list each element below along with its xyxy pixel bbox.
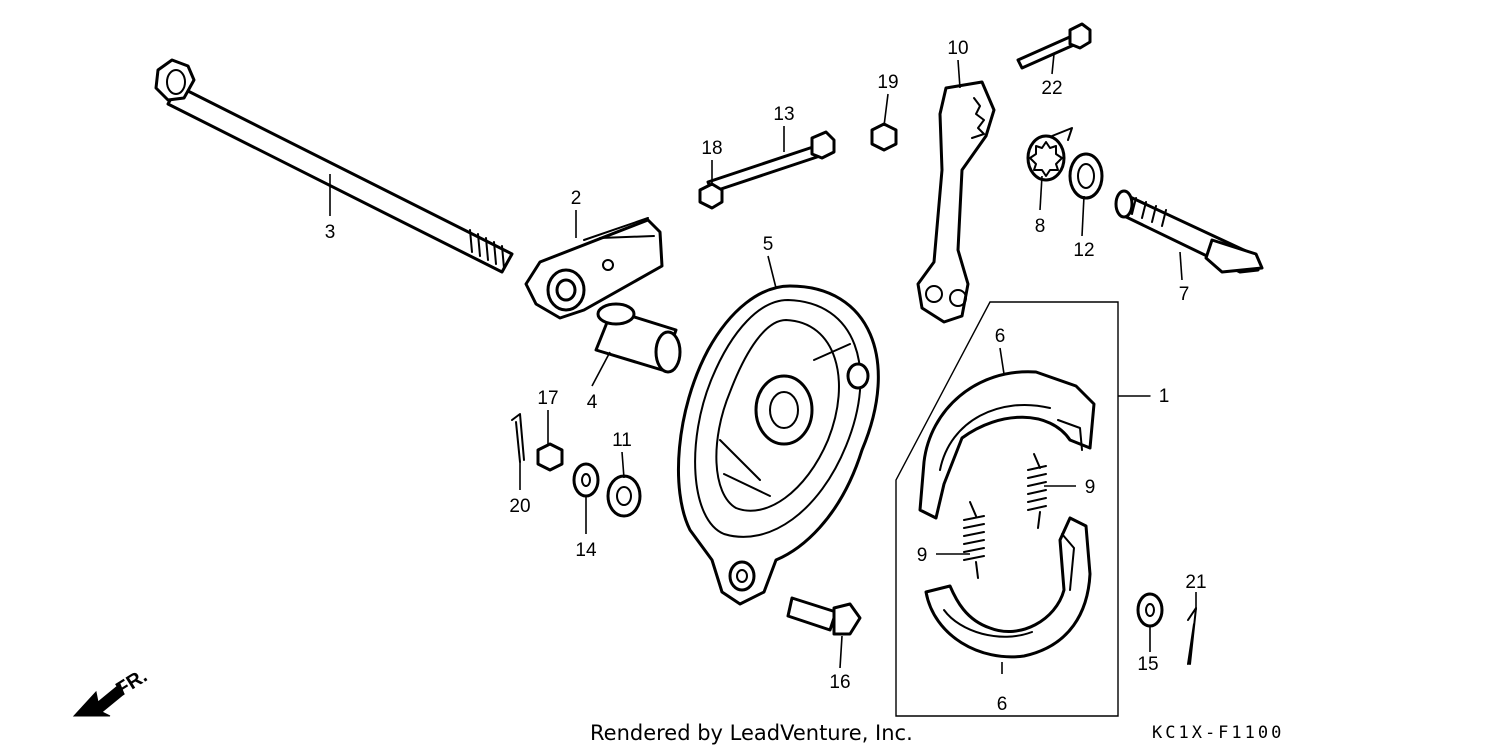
nut-lock [536,442,564,472]
nut-flange [870,122,898,152]
seal-left [606,474,642,518]
brake-shoe-lower [924,516,1092,659]
bolt-long [706,130,836,194]
washer-right [1136,592,1164,628]
leader-lines [329,53,1197,674]
brake-shoe-set-bracket [895,301,1151,717]
dust-seal [1068,152,1104,200]
callout-5: 5 [763,234,774,255]
callout-18: 18 [701,138,722,159]
bolt-top [1016,22,1092,70]
pivot-bolt [786,596,862,636]
callout-1: 1 [1159,386,1170,407]
cotter-pin-left [511,413,525,463]
callout-7: 7 [1179,284,1190,305]
callout-13: 13 [773,104,794,125]
wear-indicator-plate [1026,127,1073,182]
brake-panel [677,284,880,606]
callout-9-right: 9 [1085,477,1096,498]
brake-cam [1114,189,1264,274]
shoe-spring-right [1027,453,1047,529]
callout-17: 17 [537,388,558,409]
callout-15: 15 [1137,654,1158,675]
diagram-code: KC1X-F1100 [1152,723,1284,743]
brake-arm [916,80,996,324]
callout-20: 20 [509,496,530,517]
callout-4: 4 [587,392,598,413]
callout-21: 21 [1185,572,1206,593]
callout-2: 2 [571,188,582,209]
brake-shoe-upper [918,370,1096,520]
callout-6-upper: 6 [995,326,1006,347]
callout-14: 14 [575,540,597,561]
callout-9-left: 9 [917,545,928,566]
washer-left [572,462,600,498]
nut-small [698,182,724,210]
callout-11: 11 [612,430,632,451]
callout-10: 10 [947,38,968,59]
callout-3: 3 [325,222,336,243]
rear-axle [154,58,514,274]
callout-8: 8 [1035,216,1046,237]
brake-arm-plate [524,217,664,320]
front-direction-arrow-icon [72,683,125,717]
callout-6-lower: 6 [997,694,1008,715]
collar [594,302,682,374]
callout-19: 19 [877,72,898,93]
callout-22: 22 [1041,78,1062,99]
footer-credit: Rendered by LeadVenture, Inc. [590,721,913,745]
shoe-spring-left [963,501,985,579]
callout-16: 16 [829,672,850,693]
callout-12: 12 [1073,240,1094,261]
cotter-pin-right [1187,607,1197,665]
